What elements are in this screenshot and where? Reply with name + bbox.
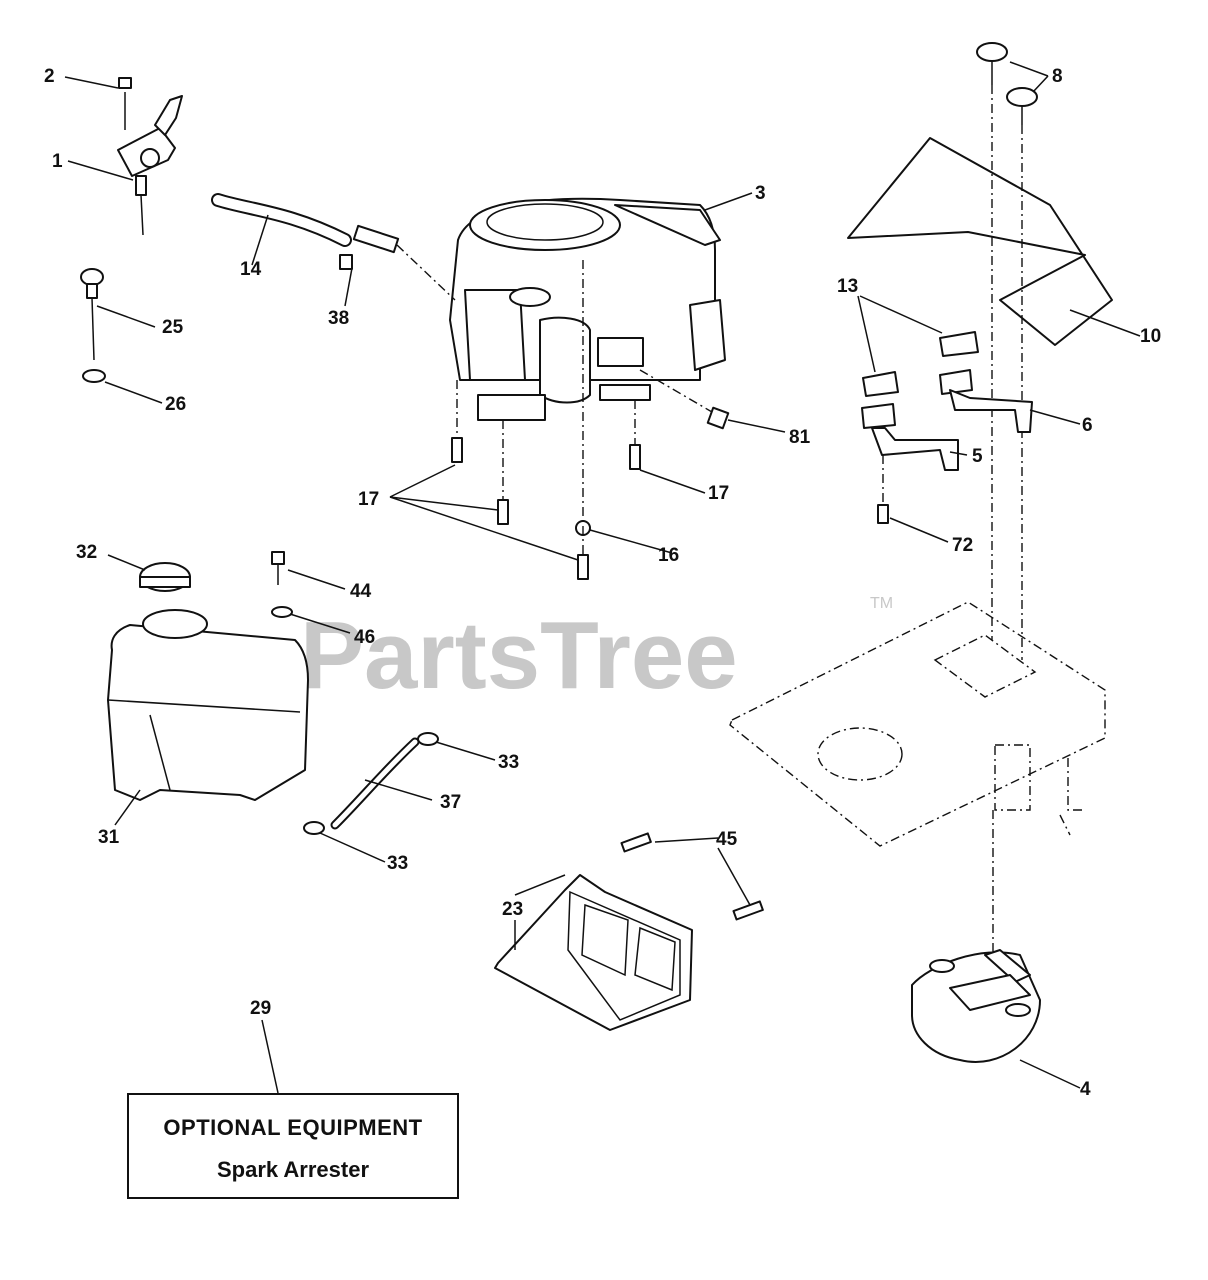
callout-72: 72 [952,535,973,556]
part-fuel-line[interactable] [211,193,400,270]
callout-46: 46 [354,627,375,648]
part-frame-plate[interactable] [729,601,1106,847]
callout-32: 32 [76,542,97,563]
spark-arrester-label: Spark Arrester [216,1157,370,1182]
callout-45: 45 [716,829,738,850]
part-knobs[interactable] [976,42,1038,125]
callout-14: 14 [240,259,262,280]
part-exhaust-pipes[interactable] [861,331,1033,524]
callout-29: 29 [250,998,271,1019]
part-fuel-tank[interactable] [107,551,309,801]
callout-2: 2 [44,66,55,87]
part-10-heat-shield[interactable] [847,137,1113,346]
leader-lines [64,61,1141,1094]
callout-3: 3 [755,183,766,204]
part-dipstick[interactable] [80,268,106,383]
callout-17-left: 17 [358,489,379,510]
callout-17-right: 17 [708,483,729,504]
callout-16: 16 [658,545,679,566]
callout-13: 13 [837,276,858,297]
callout-26: 26 [165,394,186,415]
optional-equipment-title: OPTIONAL EQUIPMENT [163,1115,423,1140]
callout-33-top: 33 [498,752,519,773]
callout-38: 38 [328,308,349,329]
part-skid-plate[interactable] [494,832,764,1031]
optional-equipment-box: OPTIONAL EQUIPMENT Spark Arrester [127,1093,459,1199]
callout-5: 5 [972,446,983,467]
part-throttle-control[interactable] [117,77,183,236]
watermark-text: PartsTree [300,602,738,709]
callout-31: 31 [98,827,120,848]
part-fuel-hose[interactable] [303,732,439,835]
callout-25: 25 [162,317,184,338]
callout-44: 44 [350,581,372,602]
part-engine[interactable] [449,197,726,421]
callout-6: 6 [1082,415,1093,436]
callout-33-bottom: 33 [387,853,408,874]
callout-labels: 2 1 3 4 5 6 8 10 13 14 16 17 17 23 25 26… [44,66,1161,1100]
callout-1: 1 [52,151,63,172]
callout-37: 37 [440,792,461,813]
part-muffler[interactable] [911,949,1041,1063]
callout-4: 4 [1080,1079,1091,1100]
callout-10: 10 [1140,326,1161,347]
part-81-nut[interactable] [706,406,730,430]
callout-8: 8 [1052,66,1063,87]
callout-81: 81 [789,427,811,448]
watermark-trademark: TM [870,595,893,612]
callout-23: 23 [502,899,523,920]
